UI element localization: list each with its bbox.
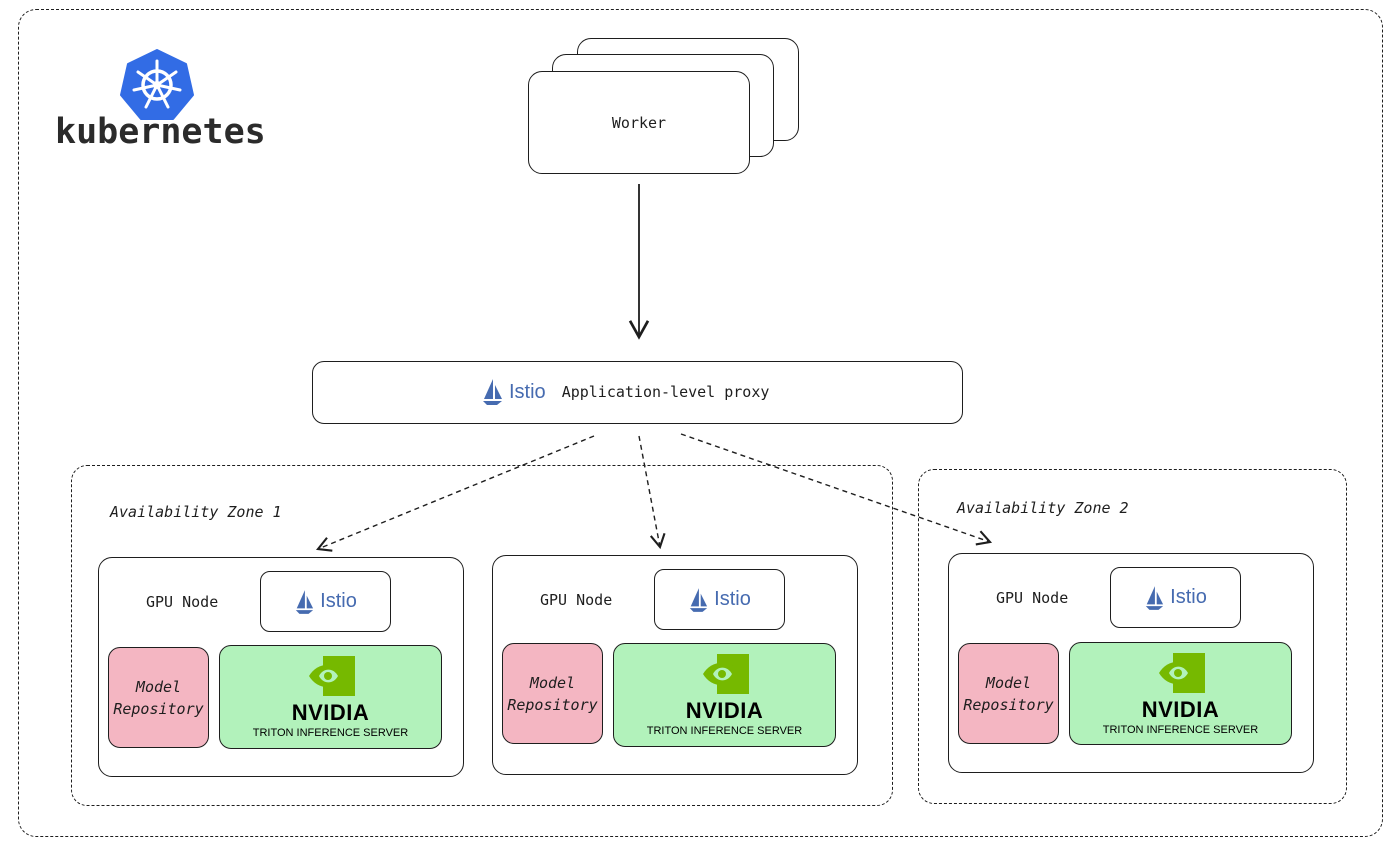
cluster-boundary	[18, 9, 1383, 837]
gpu-node-label: GPU Node	[146, 593, 219, 611]
sidecar-istio-label: Istio	[320, 590, 357, 612]
istio-sail-icon	[483, 379, 502, 405]
kubernetes-wordmark: kubernetes	[55, 112, 266, 152]
proxy-istio-label: Istio	[509, 380, 546, 403]
triton-server-label: TRITON INFERENCE SERVER	[646, 725, 803, 737]
proxy-to-node2-arrow	[638, 435, 666, 550]
gpu-node-label: GPU Node	[996, 589, 1069, 607]
nvidia-wordmark: NVIDIA	[685, 698, 764, 723]
triton-server-label: TRITON INFERENCE SERVER	[252, 727, 409, 739]
gpu-node-istio-sidecar: Istio	[260, 571, 391, 632]
istio-sail-icon	[1145, 585, 1164, 610]
gpu-node-istio-sidecar: Istio	[1110, 567, 1241, 628]
model-repository: Model Repository	[958, 643, 1059, 744]
istio-sail-icon	[295, 589, 314, 614]
triton-inference-server: NVIDIA TRITON INFERENCE SERVER	[1069, 642, 1292, 745]
triton-inference-server: NVIDIA TRITON INFERENCE SERVER	[219, 645, 442, 749]
proxy-content: Istio Application-level proxy	[481, 378, 769, 406]
model-repository: Model Repository	[108, 647, 209, 748]
nvidia-eye-logo	[703, 654, 749, 694]
gpu-node-istio-sidecar: Istio	[654, 569, 785, 630]
triton-inference-server: NVIDIA TRITON INFERENCE SERVER	[613, 643, 836, 747]
worker-label: Worker	[611, 114, 667, 132]
istio-sail-icon	[689, 587, 708, 612]
availability-zone-2	[918, 469, 1347, 804]
gpu-node-label: GPU Node	[540, 591, 613, 609]
istio-proxy-box: Istio Application-level proxy	[312, 361, 963, 424]
nvidia-eye-logo	[309, 656, 355, 696]
kubernetes-logo	[120, 48, 194, 120]
availability-zone-2-label: Availability Zone 2	[957, 499, 1129, 517]
triton-server-label: TRITON INFERENCE SERVER	[1102, 724, 1259, 736]
availability-zone-1	[71, 465, 893, 806]
proxy-label: Application-level proxy	[561, 383, 770, 401]
nvidia-wordmark: NVIDIA	[291, 700, 370, 725]
worker-card: Worker	[528, 71, 750, 174]
proxy-to-node3-arrow	[680, 433, 993, 546]
nvidia-eye-logo	[1159, 653, 1205, 693]
sidecar-istio-label: Istio	[714, 588, 751, 610]
nvidia-wordmark: NVIDIA	[1141, 697, 1220, 722]
availability-zone-1-label: Availability Zone 1	[110, 503, 282, 521]
model-repository: Model Repository	[502, 643, 603, 744]
sidecar-istio-label: Istio	[1170, 586, 1207, 608]
gpu-node-3: GPU Node Istio Model Repository NVIDIA T…	[948, 553, 1314, 773]
proxy-to-node1-arrow	[315, 435, 595, 552]
kubernetes-icon	[120, 49, 194, 120]
gpu-node-2: GPU Node Istio Model Repository NVIDIA T…	[492, 555, 858, 775]
gpu-node-1: GPU Node Istio Model Repository NVIDIA T…	[98, 557, 464, 777]
